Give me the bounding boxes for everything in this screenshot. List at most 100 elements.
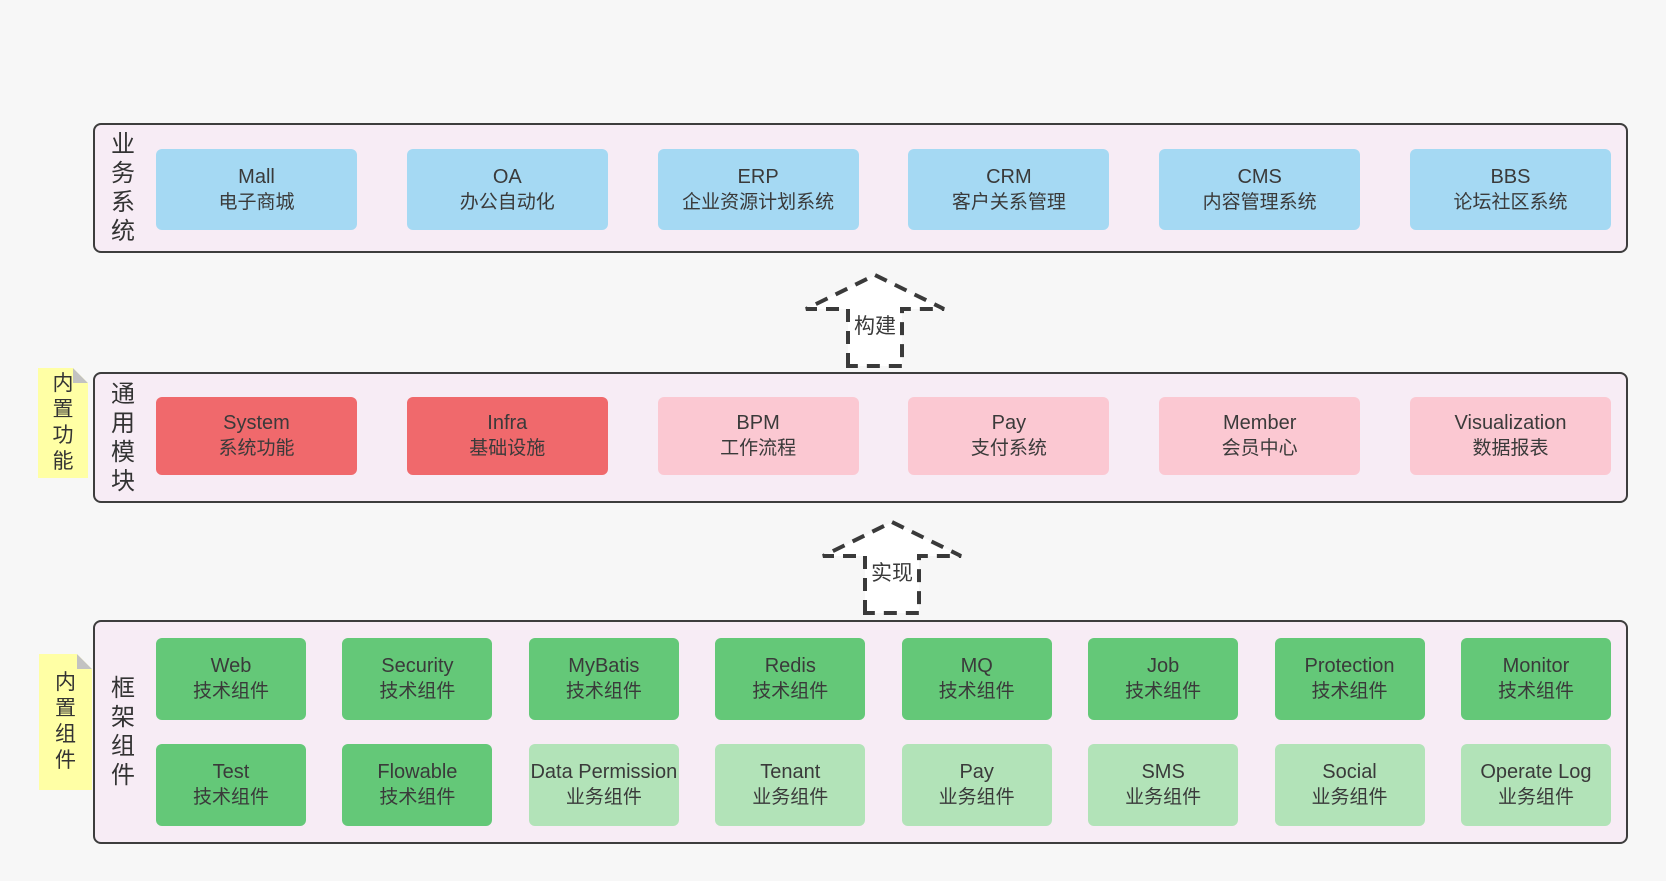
- box-subtitle: 业务组件: [752, 787, 829, 808]
- box-subtitle: 论坛社区系统: [1453, 191, 1568, 213]
- layer-common-modules: 通用模块 System 系统功能 Infra 基础设施 BPM 工作流程 Pay 支付系统 Me…: [93, 372, 1628, 503]
- note-fold-corner-icon: [73, 368, 88, 383]
- box-title: Visualization: [1454, 412, 1567, 434]
- box-subtitle: 技术组件: [938, 681, 1015, 702]
- box-title: BBS: [1490, 165, 1531, 188]
- box-subtitle: 技术组件: [1311, 681, 1388, 702]
- layer-label-framework-components: 框架组件: [111, 675, 135, 789]
- box-redis: Redis 技术组件: [715, 638, 866, 720]
- sticky-note-builtin-features: 内置功能: [38, 368, 88, 478]
- box-subtitle: 业务组件: [1311, 787, 1388, 808]
- box-subtitle: 技术组件: [752, 681, 829, 702]
- box-title: Data Permission: [530, 761, 678, 783]
- note-label-builtin-components: 内置组件: [55, 671, 76, 772]
- box-title: Tenant: [760, 761, 821, 783]
- box-system: System 系统功能: [156, 397, 357, 475]
- box-title: BPM: [736, 412, 780, 434]
- build-arrow-label: 构建: [851, 309, 899, 341]
- box-subtitle: 技术组件: [565, 681, 642, 702]
- box-title: MQ: [960, 655, 993, 677]
- box-subtitle: 内容管理系统: [1202, 191, 1317, 213]
- box-title: Social: [1322, 761, 1377, 783]
- box-subtitle: 技术组件: [1125, 681, 1202, 702]
- box-subtitle: 技术组件: [192, 787, 269, 808]
- box-title: System: [223, 412, 290, 434]
- box-title: SMS: [1141, 761, 1185, 783]
- box-title: Infra: [487, 412, 528, 434]
- box-subtitle: 技术组件: [379, 681, 456, 702]
- box-subtitle: 企业资源计划系统: [682, 191, 835, 213]
- box-protection: Protection 技术组件: [1274, 638, 1425, 720]
- box-subtitle: 工作流程: [720, 438, 797, 459]
- implement-arrow-label: 实现: [868, 556, 916, 588]
- box-web: Web 技术组件: [156, 638, 306, 720]
- box-title: MyBatis: [568, 655, 640, 677]
- box-subtitle: 客户关系管理: [951, 191, 1066, 213]
- box-title: Operate Log: [1480, 761, 1592, 783]
- box-title: Mall: [238, 165, 275, 188]
- box-sms: SMS 业务组件: [1088, 744, 1239, 826]
- box-title: CMS: [1237, 165, 1282, 188]
- build-arrow: 构建: [800, 272, 950, 369]
- box-title: ERP: [737, 165, 779, 188]
- box-mq: MQ 技术组件: [901, 638, 1052, 720]
- sticky-note-builtin-components: 内置组件: [39, 654, 92, 790]
- note-label-builtin-features: 内置功能: [52, 372, 74, 473]
- box-pay: Pay 支付系统: [908, 397, 1110, 475]
- box-subtitle: 业务组件: [565, 787, 642, 808]
- box-infra: Infra 基础设施: [406, 397, 608, 475]
- box-test: Test 技术组件: [156, 744, 306, 826]
- box-subtitle: 数据报表: [1472, 438, 1549, 459]
- business-systems-row: Mall 电子商城 OA 办公自动化 ERP 企业资源计划系统 CRM 客户关系管理 CMS 内容…: [156, 149, 1611, 230]
- box-data-permission: Data Permission 业务组件: [528, 744, 679, 826]
- box-oa: OA 办公自动化: [406, 149, 608, 230]
- box-subtitle: 系统功能: [218, 438, 295, 459]
- box-title: OA: [492, 165, 522, 188]
- box-subtitle: 基础设施: [469, 438, 546, 459]
- box-subtitle: 支付系统: [970, 438, 1047, 459]
- box-social: Social 业务组件: [1274, 744, 1425, 826]
- note-fold-corner-icon: [77, 654, 92, 669]
- box-title: Web: [210, 655, 252, 677]
- box-title: CRM: [986, 165, 1032, 188]
- box-job: Job 技术组件: [1088, 638, 1239, 720]
- box-subtitle: 会员中心: [1221, 438, 1298, 459]
- implement-arrow: 实现: [817, 519, 967, 616]
- box-title: Job: [1146, 655, 1180, 677]
- box-title: Security: [381, 655, 454, 677]
- box-bpm: BPM 工作流程: [657, 397, 859, 475]
- box-title: Member: [1223, 412, 1297, 434]
- box-subtitle: 办公自动化: [459, 191, 555, 213]
- box-mall: Mall 电子商城: [156, 149, 357, 230]
- box-title: Redis: [764, 655, 816, 677]
- box-visualization: Visualization 数据报表: [1409, 397, 1611, 475]
- box-flowable: Flowable 技术组件: [342, 744, 493, 826]
- box-title: Flowable: [377, 761, 458, 783]
- box-pay: Pay 业务组件: [901, 744, 1052, 826]
- box-subtitle: 业务组件: [938, 787, 1015, 808]
- layer-label-business-systems: 业务系统: [111, 131, 135, 245]
- box-subtitle: 技术组件: [1497, 681, 1574, 702]
- box-erp: ERP 企业资源计划系统: [657, 149, 859, 230]
- box-subtitle: 电子商城: [218, 191, 295, 213]
- box-tenant: Tenant 业务组件: [715, 744, 866, 826]
- box-subtitle: 业务组件: [1125, 787, 1202, 808]
- box-cms: CMS 内容管理系统: [1159, 149, 1361, 230]
- layer-label-common-modules: 通用模块: [111, 380, 135, 495]
- box-title: Protection: [1304, 655, 1395, 677]
- box-subtitle: 技术组件: [192, 681, 269, 702]
- layer-business-systems: 业务系统 Mall 电子商城 OA 办公自动化 ERP 企业资源计划系统 CRM 客户关系管理…: [93, 123, 1628, 253]
- box-crm: CRM 客户关系管理: [908, 149, 1110, 230]
- box-operate-log: Operate Log 业务组件: [1460, 744, 1611, 826]
- box-title: Pay: [959, 761, 994, 783]
- box-title: Pay: [991, 412, 1027, 434]
- box-title: Test: [212, 761, 250, 783]
- box-subtitle: 技术组件: [379, 787, 456, 808]
- common-modules-row: System 系统功能 Infra 基础设施 BPM 工作流程 Pay 支付系统 Member 会…: [156, 397, 1611, 475]
- box-subtitle: 业务组件: [1497, 787, 1574, 808]
